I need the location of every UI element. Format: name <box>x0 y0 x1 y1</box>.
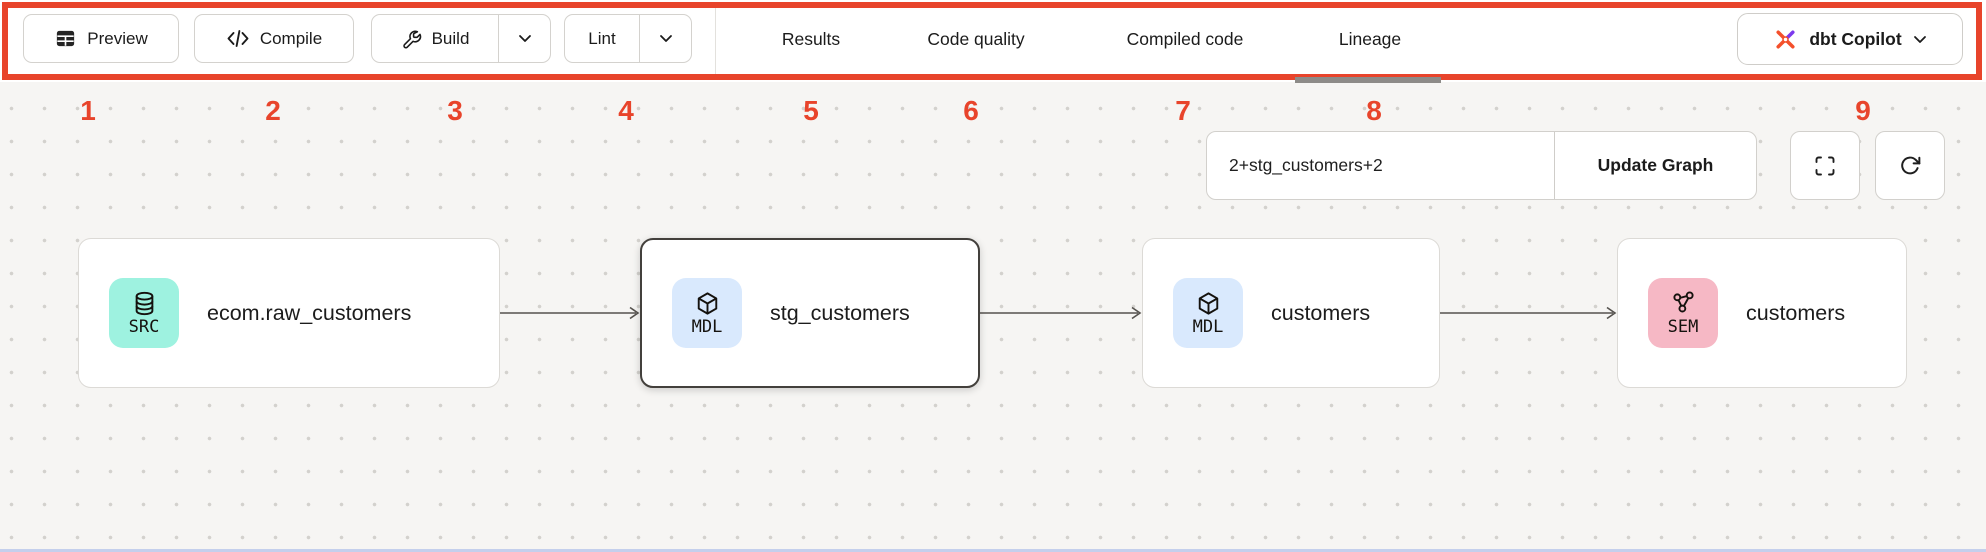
wrench-icon <box>402 30 421 49</box>
node-title: stg_customers <box>770 300 910 325</box>
build-dropdown-button[interactable] <box>499 15 550 62</box>
dbt-copilot-button[interactable]: dbt Copilot <box>1737 13 1963 65</box>
refresh-button[interactable] <box>1875 131 1945 200</box>
build-label: Build <box>431 28 470 48</box>
node-title: customers <box>1271 300 1371 325</box>
annotation-number-1: 1 <box>80 95 96 126</box>
tab-results[interactable]: Results <box>782 0 840 78</box>
graph-selector-panel: 2+stg_customers+2 Update Graph <box>1206 131 1757 200</box>
bottom-edge-line <box>0 549 1986 552</box>
node-title: customers <box>1746 300 1846 325</box>
selector-input[interactable]: 2+stg_customers+2 <box>1229 155 1383 175</box>
build-button[interactable]: Build <box>372 15 498 62</box>
lineage-node-semantic-customers[interactable]: SEM customers <box>1617 238 1907 388</box>
dbt-copilot-logo <box>1776 29 1795 49</box>
badge-label: SRC <box>128 317 160 337</box>
tab-code-quality[interactable]: Code quality <box>927 0 1024 78</box>
tab-label: Results <box>781 28 841 49</box>
chevron-down-icon <box>1913 35 1926 43</box>
edge-arrowhead <box>629 306 640 320</box>
annotation-number-4: 4 <box>618 95 634 126</box>
toolbar-divider <box>715 6 716 76</box>
annotation-number-8: 8 <box>1366 95 1382 126</box>
update-graph-button[interactable]: Update Graph <box>1597 155 1714 175</box>
lint-label: Lint <box>588 28 616 48</box>
button-divider <box>498 15 499 62</box>
preview-label: Preview <box>87 28 148 48</box>
lint-button[interactable]: Lint <box>565 15 639 62</box>
edge-arrowhead <box>1606 306 1617 320</box>
cube-icon <box>1198 292 1218 315</box>
cube-icon <box>697 292 717 315</box>
preview-button[interactable]: Preview <box>23 14 179 63</box>
tab-lineage[interactable]: Lineage <box>1339 0 1401 78</box>
source-badge: SRC <box>109 278 179 348</box>
lint-dropdown-button[interactable] <box>640 15 691 62</box>
lineage-node-source-ecom-raw-customers[interactable]: SRC ecom.raw_customers <box>78 238 500 388</box>
copilot-label: dbt Copilot <box>1809 28 1902 49</box>
lineage-node-model-customers[interactable]: MDL customers <box>1142 238 1440 388</box>
semantic-badge: SEM <box>1648 278 1718 348</box>
lint-button-group: Lint <box>564 14 692 63</box>
database-icon <box>135 291 153 316</box>
compile-label: Compile <box>259 28 323 48</box>
tab-label: Code quality <box>927 28 1025 49</box>
model-badge: MDL <box>1173 278 1243 348</box>
toolbar: Preview Compile Build <box>0 0 1986 82</box>
panel-divider <box>1554 132 1555 199</box>
badge-label: MDL <box>1192 317 1224 337</box>
button-divider <box>639 15 640 62</box>
edge-arrowhead <box>1131 306 1142 320</box>
active-tab-indicator <box>1295 77 1441 83</box>
tab-label: Compiled code <box>1126 28 1244 49</box>
model-badge: MDL <box>672 278 742 348</box>
code-icon <box>227 30 249 47</box>
fullscreen-icon <box>1815 156 1835 175</box>
annotation-number-9: 9 <box>1855 95 1871 126</box>
annotation-number-2: 2 <box>265 95 281 126</box>
annotation-number-7: 7 <box>1175 95 1191 126</box>
tab-compiled-code[interactable]: Compiled code <box>1127 0 1244 78</box>
node-title: ecom.raw_customers <box>207 300 412 325</box>
table-icon <box>57 30 75 47</box>
annotation-number-3: 3 <box>447 95 463 126</box>
fullscreen-button[interactable] <box>1790 131 1860 200</box>
network-icon <box>1672 291 1694 313</box>
annotation-number-5: 5 <box>803 95 819 126</box>
chevron-down-icon <box>518 35 531 42</box>
badge-label: SEM <box>1667 317 1699 337</box>
build-button-group: Build <box>371 14 551 63</box>
chevron-down-icon <box>659 35 672 42</box>
badge-label: MDL <box>691 317 723 337</box>
refresh-icon <box>1900 156 1920 175</box>
lineage-node-model-stg-customers[interactable]: MDL stg_customers <box>640 238 980 388</box>
annotation-number-6: 6 <box>963 95 979 126</box>
tab-label: Lineage <box>1338 28 1402 49</box>
compile-button[interactable]: Compile <box>194 14 354 63</box>
